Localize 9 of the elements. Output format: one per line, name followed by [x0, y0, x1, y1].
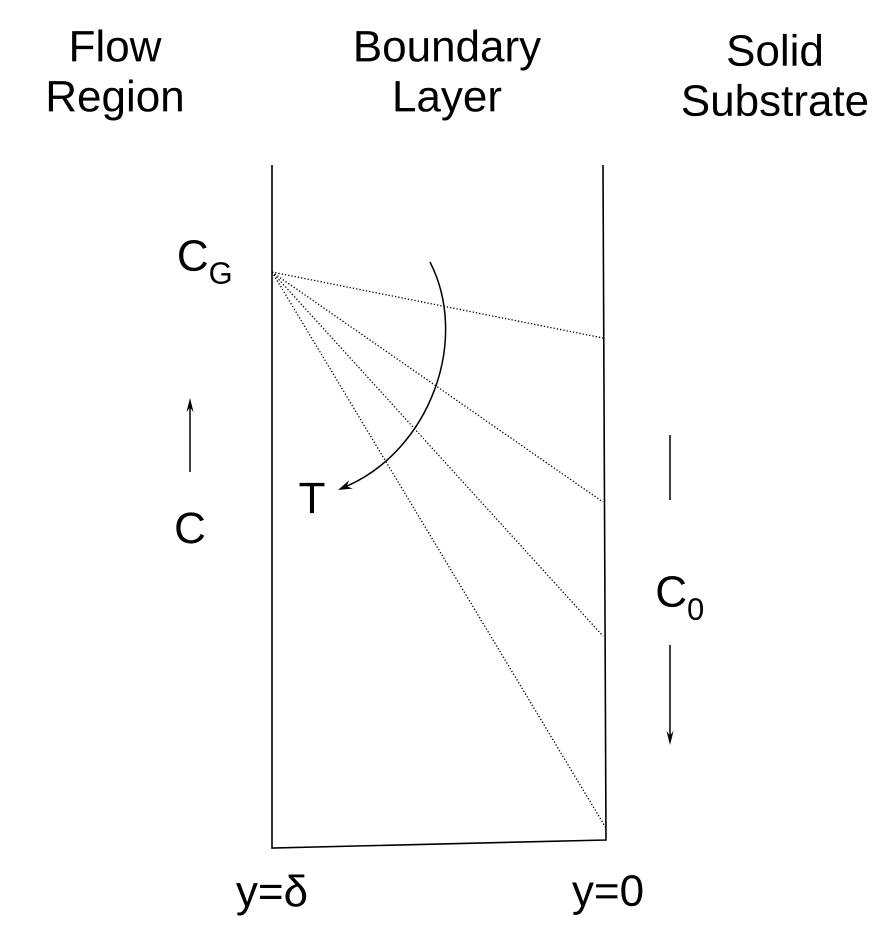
concentration-label: C$_{0}$ [658, 576, 703, 620]
position-label: y=δ [236, 874, 306, 916]
concentration-label: C [176, 512, 204, 544]
position-label: y=0 [572, 875, 642, 915]
region-heading: Flow Region [48, 30, 182, 120]
region-heading: Boundary Layer [356, 30, 542, 120]
region-heading: Solid Substrate [682, 34, 868, 116]
concentration-label: C$_{G}$ [179, 240, 230, 284]
time-label: T [300, 482, 324, 514]
